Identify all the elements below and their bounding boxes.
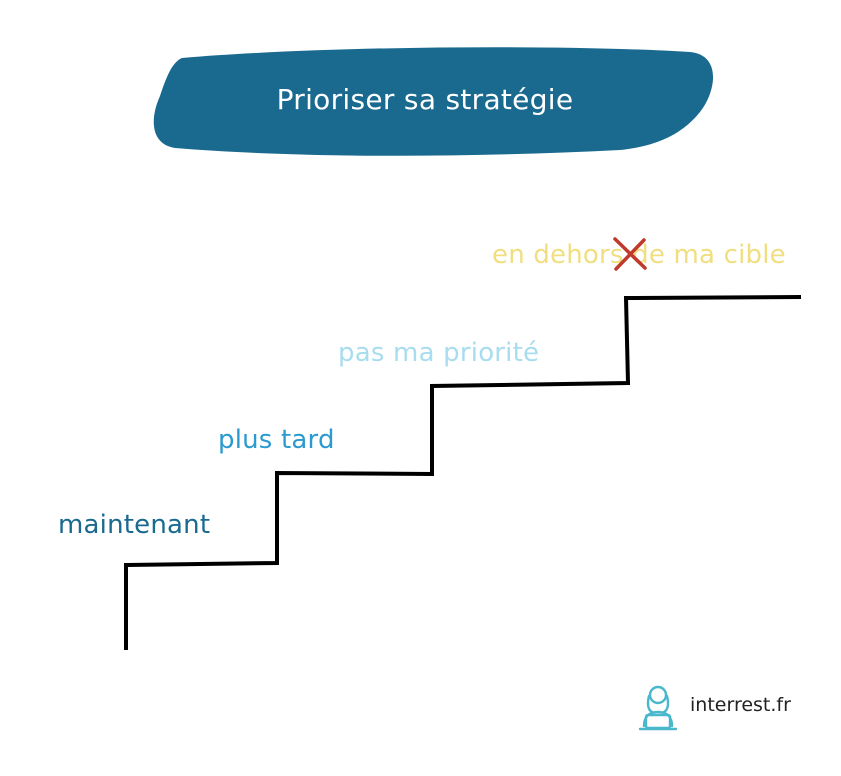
step-label-later: plus tard <box>218 425 335 455</box>
step-label-now: maintenant <box>58 510 211 540</box>
cross-icon <box>613 237 647 271</box>
page-title: Prioriser sa stratégie <box>276 83 574 116</box>
footer-brand: interrest.fr <box>634 682 814 734</box>
step-label-not-priority: pas ma priorité <box>338 338 540 368</box>
person-with-laptop-icon <box>638 685 678 731</box>
brand-name: interrest.fr <box>690 694 791 716</box>
